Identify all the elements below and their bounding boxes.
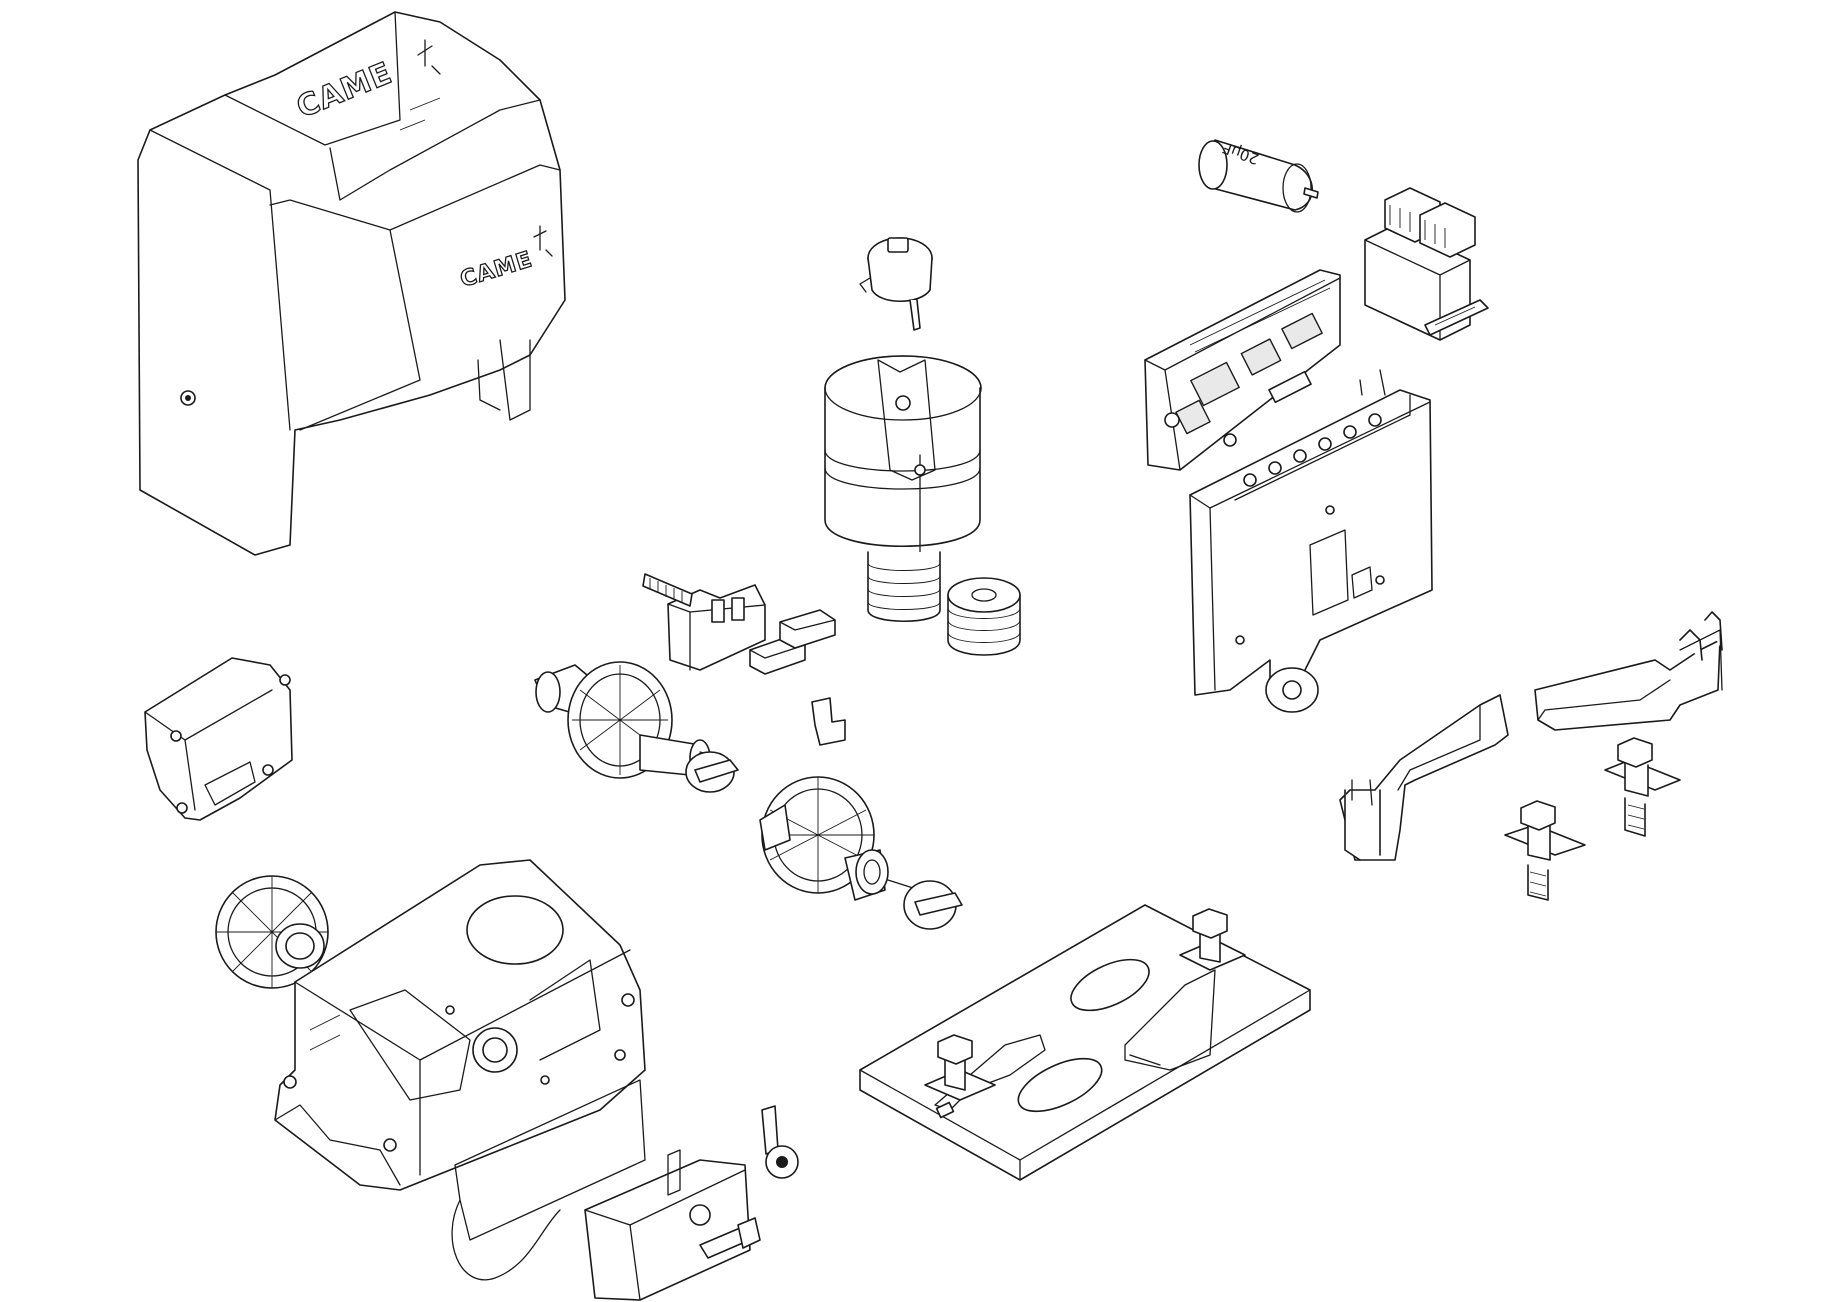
pinion-gear bbox=[215, 875, 329, 989]
capacitor: 20μF bbox=[1198, 138, 1319, 213]
anchor-bolt-1 bbox=[1604, 737, 1681, 837]
gearbox-housing bbox=[274, 859, 646, 1191]
coupling-discs bbox=[947, 577, 1021, 656]
anchor-bolt-2 bbox=[1504, 800, 1586, 901]
limit-bracket-right bbox=[1534, 611, 1723, 731]
encoder-knob bbox=[859, 237, 933, 331]
limit-bracket-left bbox=[1339, 694, 1509, 861]
transformer bbox=[1364, 187, 1489, 341]
lock-cylinder bbox=[761, 1105, 799, 1179]
control-board bbox=[1144, 269, 1341, 471]
mounting-plate bbox=[1189, 369, 1433, 713]
release-block bbox=[584, 1149, 761, 1301]
intermediate-gear bbox=[759, 776, 963, 930]
connector-blocks bbox=[749, 609, 846, 746]
output-shaft-gear bbox=[534, 661, 739, 793]
gasket-with-wire bbox=[451, 1079, 646, 1281]
limit-switch-assembly bbox=[642, 573, 766, 671]
foundation-plate bbox=[859, 904, 1311, 1181]
motor bbox=[824, 355, 982, 622]
pinion-cover bbox=[144, 657, 293, 821]
main-housing-cover: CAME CAME bbox=[137, 11, 566, 556]
